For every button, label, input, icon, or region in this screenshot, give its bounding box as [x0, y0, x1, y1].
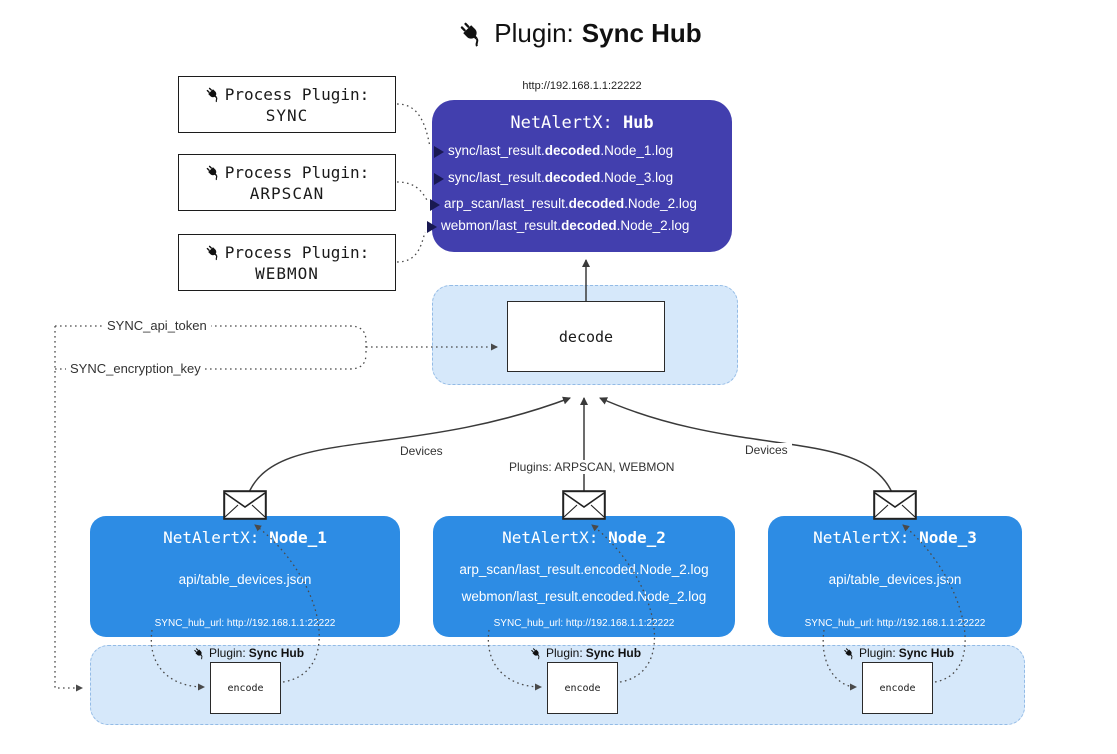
dotted-webmon-to-hub: [396, 231, 426, 263]
page-title-bold: Sync Hub: [581, 18, 702, 48]
hub-entry: sync/last_result.decoded.Node_1.log: [448, 143, 674, 158]
process-plugin-sync: Process Plugin: SYNC: [178, 76, 396, 133]
encoder-2-plugin-label: Plugin: Sync Hub: [530, 646, 641, 660]
process-plugin-name: WEBMON: [255, 263, 319, 283]
dotted-sync-to-hub: [396, 103, 431, 148]
hub-url: http://192.168.1.1:22222: [522, 80, 642, 92]
node-1-hub-url: SYNC_hub_url: http://192.168.1.1:22222: [154, 618, 336, 629]
encode-box-1: encode: [210, 662, 281, 714]
edge-label-plugins: Plugins: ARPSCAN, WEBMON: [505, 460, 679, 474]
node-1-title: NetAlertX: Node_1: [163, 528, 327, 547]
process-plugin-label: Process Plugin:: [224, 162, 370, 182]
plug-icon: [204, 163, 222, 181]
page-title-prefix: Plugin:: [494, 18, 574, 48]
page-title: Plugin: Sync Hub: [130, 18, 1030, 49]
process-plugin-webmon: Process Plugin: WEBMON: [178, 234, 396, 291]
node-3-file: api/table_devices.json: [828, 572, 962, 587]
process-plugin-name: SYNC: [265, 105, 309, 125]
node-2-file: webmon/last_result.encoded.Node_2.log: [461, 589, 707, 604]
node-2-hub-url: SYNC_hub_url: http://192.168.1.1:22222: [493, 618, 675, 629]
sync-encryption-key-label: SYNC_encryption_key: [66, 361, 205, 376]
node-1-box: NetAlertX: Node_1 api/table_devices.json…: [90, 516, 400, 637]
node-2-title: NetAlertX: Node_2: [502, 528, 666, 547]
plug-icon: [204, 85, 222, 103]
process-plugin-arpscan: Process Plugin: ARPSCAN: [178, 154, 396, 211]
hub-entry: sync/last_result.decoded.Node_3.log: [448, 170, 674, 185]
hub-entry: arp_scan/last_result.decoded.Node_2.log: [444, 196, 697, 211]
process-plugin-name: ARPSCAN: [249, 183, 325, 203]
decode-box: decode: [507, 301, 665, 372]
hub-box: NetAlertX: Hub sync/last_result.decoded.…: [432, 100, 732, 252]
plug-icon: [204, 243, 222, 261]
node-3-hub-url: SYNC_hub_url: http://192.168.1.1:22222: [804, 618, 986, 629]
process-plugin-webmon-label: Process Plugin:: [204, 242, 370, 262]
encoder-1-plugin-label: Plugin: Sync Hub: [193, 646, 304, 660]
plug-icon: [843, 646, 856, 660]
envelope-icon: [223, 490, 267, 520]
encoder-3-plugin-label: Plugin: Sync Hub: [843, 646, 954, 660]
encode-box-3: encode: [862, 662, 933, 714]
process-plugin-arpscan-label: Process Plugin:: [204, 162, 370, 182]
hub-title: NetAlertX: Hub: [432, 113, 732, 133]
process-plugin-label: Process Plugin:: [224, 242, 370, 262]
process-plugin-sync-label: Process Plugin:: [204, 84, 370, 104]
plug-icon: [193, 646, 206, 660]
plug-icon: [530, 646, 543, 660]
envelope-icon: [873, 490, 917, 520]
node-2-file: arp_scan/last_result.encoded.Node_2.log: [459, 562, 709, 577]
plug-icon: [458, 19, 486, 48]
hub-entry: webmon/last_result.decoded.Node_2.log: [441, 218, 690, 233]
node-3-box: NetAlertX: Node_3 api/table_devices.json…: [768, 516, 1022, 637]
edge-label-devices-right: Devices: [741, 443, 792, 457]
node-2-box: NetAlertX: Node_2 arp_scan/last_result.e…: [433, 516, 735, 637]
edge-label-devices-left: Devices: [396, 444, 447, 458]
envelope-icon: [562, 490, 606, 520]
hub-title-bold: Hub: [622, 113, 654, 133]
node-3-title: NetAlertX: Node_3: [813, 528, 977, 547]
dotted-tokens-to-encode-panel: [54, 326, 83, 692]
hub-title-prefix: NetAlertX:: [510, 113, 623, 133]
sync-api-token-label: SYNC_api_token: [103, 318, 211, 333]
node-1-file: api/table_devices.json: [178, 572, 312, 587]
encode-box-2: encode: [547, 662, 618, 714]
dotted-arpscan-to-hub: [396, 181, 429, 203]
process-plugin-label: Process Plugin:: [224, 84, 370, 104]
